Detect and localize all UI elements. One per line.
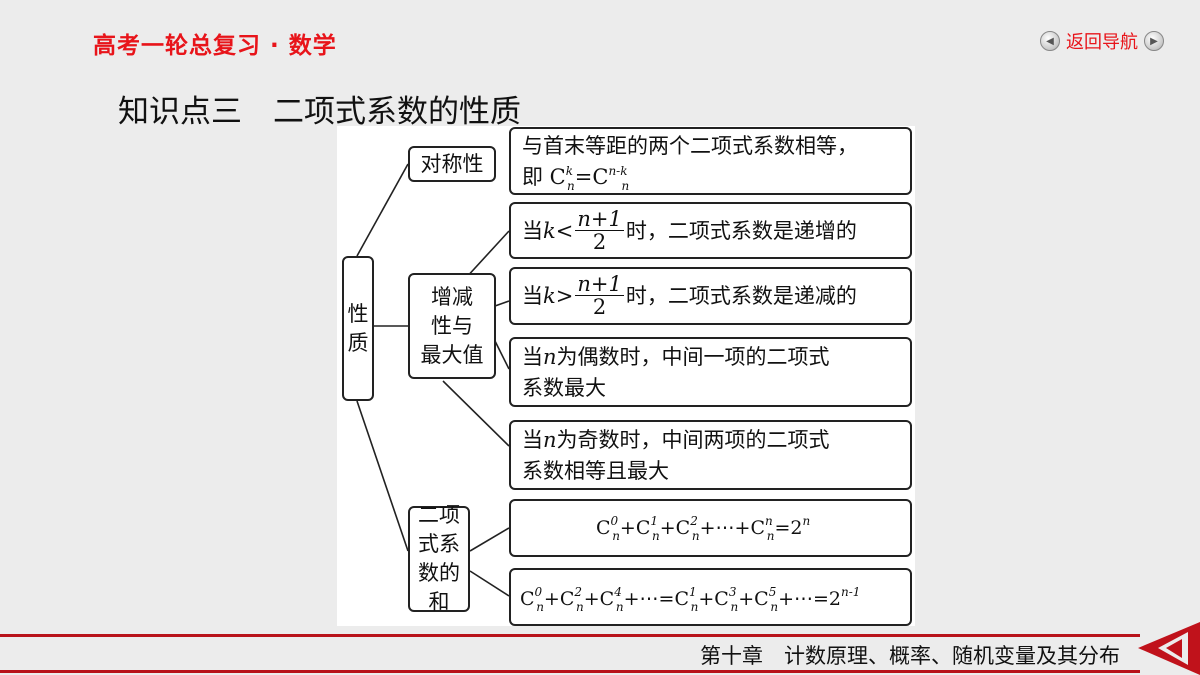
category-symmetry: 对称性 [408,146,496,182]
decreasing-suffix: 时，二项式系数是递减的 [625,283,857,308]
nav-group: ◀ 返回导航 ▶ [1040,28,1164,54]
category-monotonic-max: 增减 性与 最大值 [408,273,496,379]
odd-when: 当 [522,428,543,452]
left-arrow-icon[interactable]: ◀ [1040,31,1060,51]
odd-line-1: 当n为奇数时，中间两项的二项式 [522,428,830,452]
frac-numerator: n+1 [575,272,624,296]
course-title: 高考一轮总复习 · 数学 [93,33,337,59]
symmetry-line-1: 与首末等距的两个二项式系数相等， [522,134,858,158]
frac-numerator: n+1 [575,207,624,231]
sum-all-formula-text: C0n+C1n+C2n+⋯+Cnn=2n [596,514,811,543]
even-suffix: 为偶数时，中间一项的二项式 [556,345,830,369]
category-symmetry-label: 对称性 [420,151,484,176]
back-navigation-link[interactable]: 返回导航 [1066,32,1138,53]
sum-all-formula: C0n+C1n+C2n+⋯+Cnn=2n [509,499,912,557]
even-n-statement: 当n为偶数时，中间一项的二项式 系数最大 [509,337,912,407]
root-label: 性 质 [347,301,369,355]
footer-divider-top [0,634,1140,637]
increasing-suffix: 时，二项式系数是递增的 [625,218,857,243]
symmetry-statement: 与首末等距的两个二项式系数相等， 即 Ckn=Cn-kn [509,127,912,195]
symmetry-prefix: 即 [522,165,543,189]
increasing-when: 当 [522,218,543,243]
odd-n-statement: 当n为奇数时，中间两项的二项式 系数相等且最大 [509,420,912,490]
even-line-2: 系数最大 [522,376,606,400]
section-title: 知识点三 二项式系数的性质 [118,94,521,130]
chapter-footer: 第十章 计数原理、概率、随机变量及其分布 [700,644,1120,668]
odd-line-2: 系数相等且最大 [522,459,669,483]
symmetry-line-2: 即 Ckn=Cn-kn [522,164,630,193]
even-when: 当 [522,345,543,369]
chevron-left-icon[interactable] [1138,622,1200,675]
binomial-properties-diagram: 性 质 对称性 增减 性与 最大值 二项 式系 数的和 与首末等距的两个二项式系… [337,126,915,626]
sum-even-odd-formula-text: C0n+C2n+C4n+⋯=C1n+C3n+C5n+⋯=2n-1 [520,585,861,614]
odd-suffix: 为奇数时，中间两项的二项式 [556,428,830,452]
category-sum-label: 二项 式系 数的和 [418,503,460,614]
frac-denominator: 2 [592,230,607,254]
root-node-properties: 性 质 [342,256,374,401]
even-line-1: 当n为偶数时，中间一项的二项式 [522,345,830,369]
frac-denominator: 2 [592,295,607,319]
category-sum: 二项 式系 数的和 [408,503,470,614]
decreasing-when: 当 [522,283,543,308]
sum-even-odd-formula: C0n+C2n+C4n+⋯=C1n+C3n+C5n+⋯=2n-1 [509,568,912,626]
footer-divider-bottom [0,670,1140,673]
right-arrow-icon[interactable]: ▶ [1144,31,1164,51]
category-monotonic-label: 增减 性与 最大值 [420,284,484,367]
